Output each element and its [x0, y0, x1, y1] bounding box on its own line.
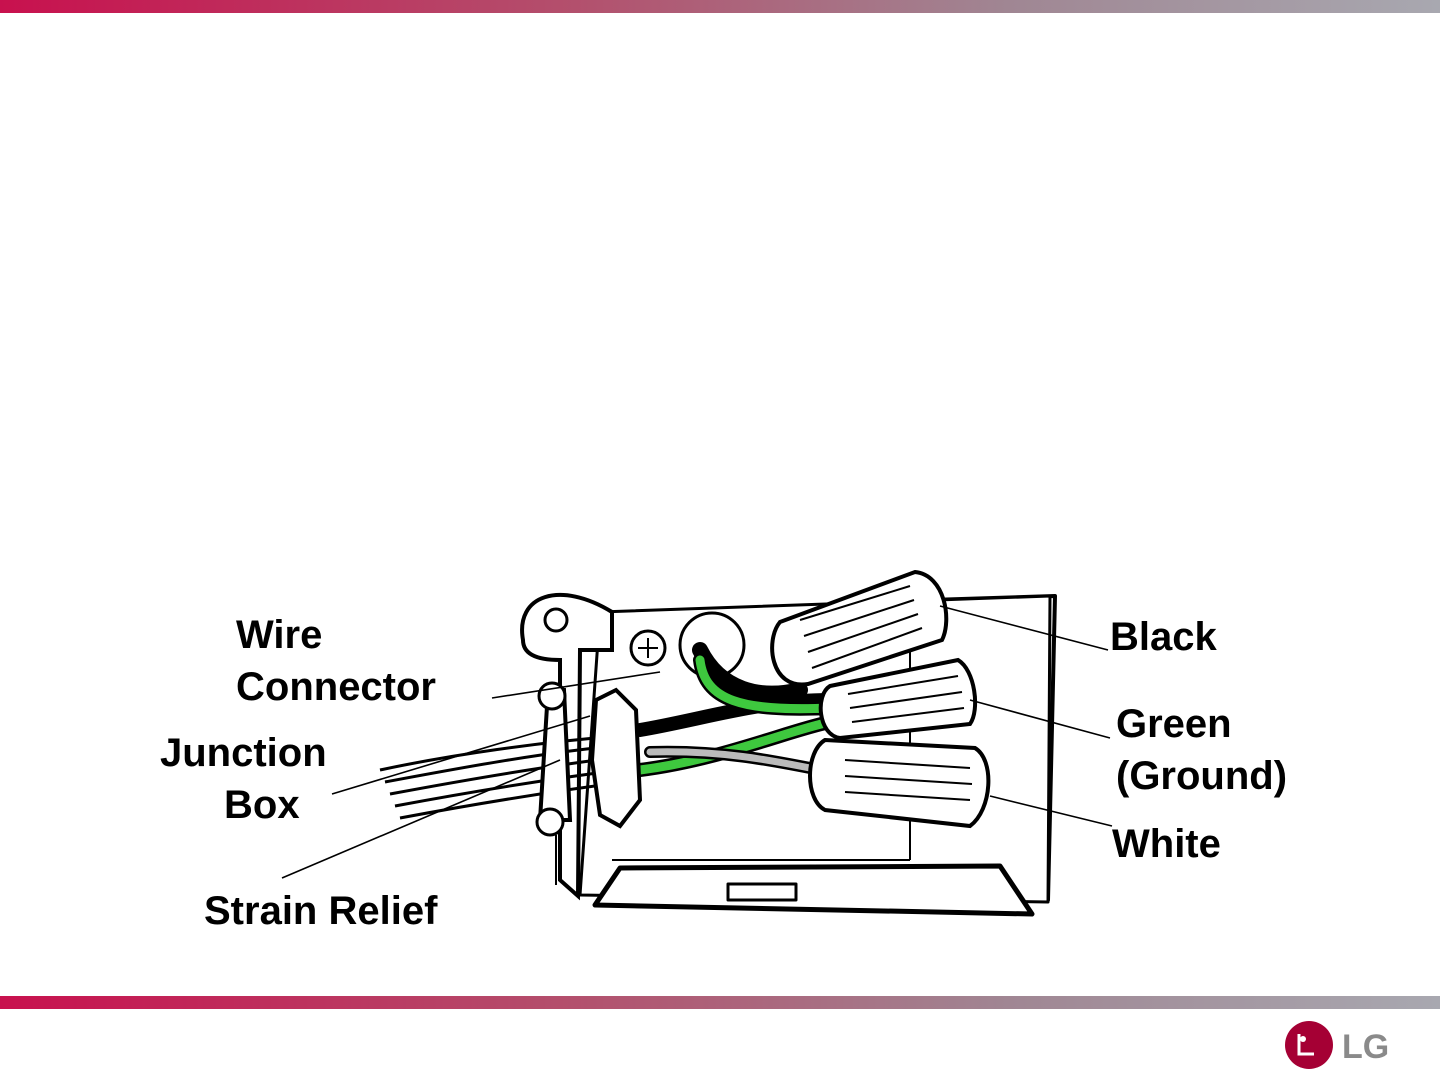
leader-white [989, 795, 1113, 827]
leader-lines [281, 605, 1113, 879]
label-junction-box-line2: Box [224, 783, 300, 827]
leader-green [969, 699, 1111, 739]
bottom-accent-band [0, 996, 1440, 1009]
label-black: Black [1110, 615, 1217, 659]
lg-logo-text: LG [1342, 1028, 1389, 1066]
leader-strain-relief [281, 759, 561, 879]
wire-connector-white [808, 737, 991, 829]
label-wire-connector-line1: Wire [236, 613, 322, 657]
label-junction-box-line1: Junction [160, 731, 327, 775]
wire-connector-green [818, 657, 978, 741]
leader-junction-box [331, 715, 591, 795]
lg-logo-icon [1285, 1021, 1333, 1069]
internal-wires [633, 642, 837, 777]
top-accent-band [0, 0, 1440, 13]
leader-wire-connector [491, 671, 661, 699]
label-white: White [1112, 822, 1221, 866]
label-wire-connector-line2: Connector [236, 665, 436, 709]
leader-black [939, 605, 1109, 651]
label-green-line1: Green [1116, 702, 1232, 746]
wire-connector-black [770, 569, 949, 687]
label-green-line2: (Ground) [1116, 754, 1287, 798]
label-strain-relief: Strain Relief [204, 889, 438, 933]
lg-logo: LG [1285, 1021, 1389, 1069]
